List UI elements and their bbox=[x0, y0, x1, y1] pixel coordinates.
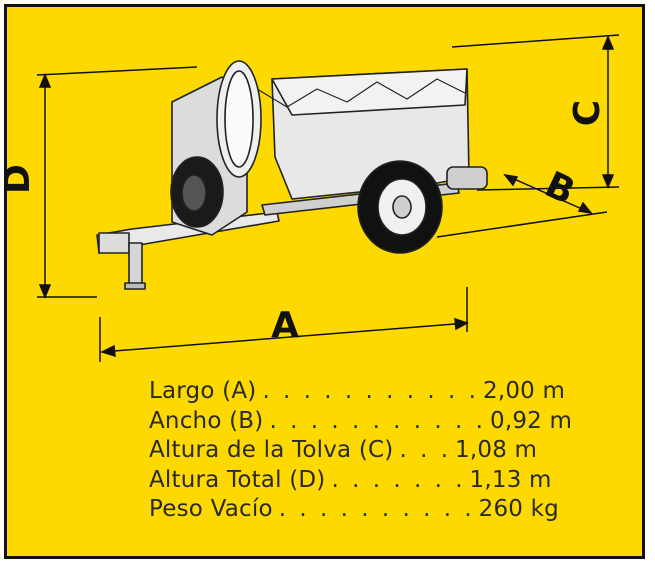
trailer-illustration bbox=[96, 60, 488, 290]
spec-row-ancho: Ancho (B) . . . . . . . . . . . 0,92 m bbox=[149, 407, 572, 437]
spec-panel: D C B A bbox=[4, 4, 645, 559]
dimension-c bbox=[451, 34, 620, 191]
spec-label: Altura Total (D) bbox=[149, 466, 326, 493]
dimension-d bbox=[36, 66, 198, 299]
axle-end bbox=[446, 166, 488, 190]
spec-row-altura-total: Altura Total (D) . . . . . . . 1,13 m bbox=[149, 466, 572, 496]
spec-row-peso-vacio: Peso Vacío . . . . . . . . . . 260 kg bbox=[149, 495, 572, 525]
spec-value: 1,13 m bbox=[469, 466, 552, 493]
spec-value: 260 kg bbox=[478, 496, 559, 522]
spec-dots: . . . . . . . . . . . bbox=[262, 378, 479, 404]
dimension-c-label: C bbox=[567, 100, 608, 126]
hitch bbox=[98, 232, 130, 254]
dimension-d-label: D bbox=[7, 164, 38, 194]
spec-value: 1,08 m bbox=[455, 437, 538, 463]
spec-value: 2,00 m bbox=[482, 378, 566, 404]
trailer-diagram: D C B A bbox=[7, 34, 620, 362]
spec-dots: . . . . . . . . . . bbox=[278, 496, 475, 522]
spec-list: Largo (A) . . . . . . . . . . . 2,00 m A… bbox=[149, 377, 572, 525]
dimension-a-label: A bbox=[271, 305, 299, 346]
spec-row-largo: Largo (A) . . . . . . . . . . . 2,00 m bbox=[149, 377, 572, 407]
spec-value: 0,92 m bbox=[490, 407, 573, 434]
spec-label: Ancho (B) bbox=[149, 407, 264, 434]
spec-label: Largo (A) bbox=[149, 378, 257, 404]
dimension-a bbox=[99, 287, 469, 362]
jack-stand bbox=[128, 242, 143, 289]
spec-label: Peso Vacío bbox=[149, 496, 273, 522]
dimension-b bbox=[436, 173, 608, 238]
spec-label: Altura de la Tolva (C) bbox=[149, 437, 394, 463]
spec-dots: . . . . . . . . . . . bbox=[269, 407, 486, 434]
spec-row-altura-tolva: Altura de la Tolva (C) . . . 1,08 m bbox=[149, 436, 572, 466]
spec-dots: . . . bbox=[399, 437, 452, 463]
spec-dots: . . . . . . . bbox=[331, 466, 466, 493]
